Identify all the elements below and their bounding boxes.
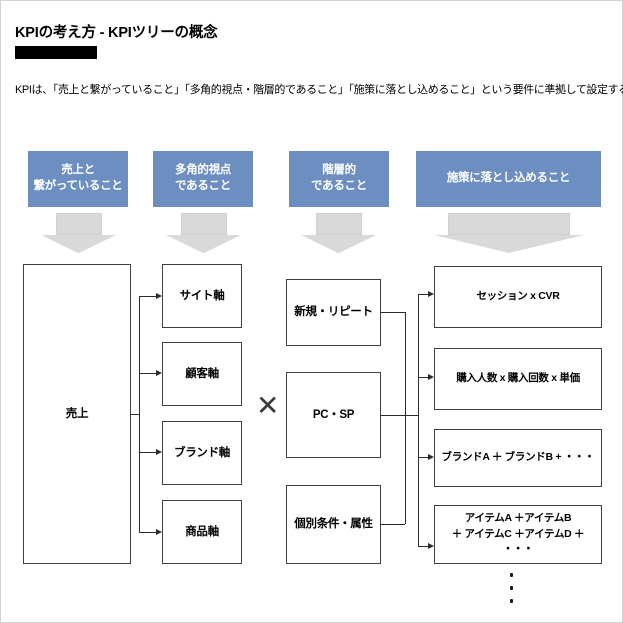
down-arrow-3-head: [301, 235, 376, 253]
connector-revenue-bus: [139, 296, 140, 532]
arrow-axis-1: [156, 292, 162, 299]
arrow-axis-2: [156, 369, 162, 376]
down-arrow-1: [41, 213, 116, 253]
node-segment-new-repeat[interactable]: 新規・リピート: [286, 279, 381, 346]
node-segment-attributes[interactable]: 個別条件・属性: [286, 485, 381, 564]
node-axis-brand[interactable]: ブランド軸: [162, 421, 242, 485]
banner-4-line-1: 施策に落とし込めること: [446, 172, 571, 185]
node-axis-product[interactable]: 商品軸: [162, 500, 242, 564]
node-axis-site[interactable]: サイト軸: [162, 264, 242, 328]
node-metric-session-cvr[interactable]: セッション x CVR: [434, 266, 602, 328]
arrow-axis-4: [156, 528, 162, 535]
requirement-banner-1[interactable]: 売上と 繋がっていること: [28, 151, 128, 207]
redaction-bar: [15, 46, 97, 59]
connector-to-metric-2: [418, 377, 430, 378]
connector-revenue-to-axis-1: [139, 296, 158, 297]
node-revenue[interactable]: 売上: [23, 264, 131, 564]
down-arrow-3: [301, 213, 376, 253]
page-subtitle: KPIは、「売上と繋がっていること」「多角的視点・階層的であること」「施策に落と…: [15, 84, 623, 96]
connector-revenue-to-axis-4: [139, 532, 158, 533]
vertical-ellipsis: [507, 573, 515, 603]
node-axis-brand-label: ブランド軸: [174, 446, 230, 459]
connector-segment-2-out: [381, 415, 405, 416]
connector-segment-1-out: [381, 312, 405, 313]
ellipsis-dot-1: [509, 573, 513, 577]
down-arrow-4: [434, 213, 584, 253]
node-segment-pc-sp-label: PC・SP: [312, 408, 355, 421]
node-metric-items-line-1: アイテムA ＋アイテムB: [464, 511, 572, 524]
node-segment-new-repeat-label: 新規・リピート: [294, 306, 373, 319]
node-metric-brands[interactable]: ブランドA ＋ ブランドB + ・・・: [434, 429, 602, 487]
node-axis-product-label: 商品軸: [185, 525, 219, 538]
multiply-symbol-axes-segments: ✕: [256, 391, 280, 422]
banner-1-line-1: 売上と: [61, 164, 95, 177]
page-title: KPIの考え方 - KPIツリーの概念: [15, 25, 218, 41]
requirement-banner-2[interactable]: 多角的視点 であること: [153, 151, 253, 207]
down-arrow-3-shaft: [315, 213, 362, 235]
down-arrow-2-head: [166, 235, 241, 253]
arrow-metric-2: [428, 373, 434, 380]
down-arrow-4-head: [434, 235, 584, 253]
node-segment-pc-sp[interactable]: PC・SP: [286, 372, 381, 458]
node-axis-site-label: サイト軸: [179, 289, 225, 302]
banner-3-line-1: 階層的: [322, 164, 356, 177]
connector-metrics-bus: [418, 294, 419, 546]
node-metric-items-line-2: ＋ アイテムC ＋アイテムD ＋ ・・・: [451, 527, 585, 556]
ellipsis-dot-3: [509, 599, 513, 603]
node-axis-customer[interactable]: 顧客軸: [162, 342, 242, 406]
connector-revenue-to-axis-2: [139, 373, 158, 374]
down-arrow-2-shaft: [180, 213, 227, 235]
connector-to-metric-4: [418, 546, 430, 547]
banner-1-line-2: 繋がっていること: [33, 180, 123, 192]
node-metric-items[interactable]: アイテムA ＋アイテムB ＋ アイテムC ＋アイテムD ＋ ・・・: [434, 505, 602, 564]
connector-to-metric-1: [418, 294, 430, 295]
node-metric-brands-label: ブランドA ＋ ブランドB + ・・・: [441, 451, 595, 464]
connector-gather-to-distribute: [405, 415, 419, 416]
node-metric-purchase[interactable]: 購入人数 x 購入回数 x 単価: [434, 348, 602, 410]
banner-3-line-2: であること: [311, 180, 367, 192]
node-metric-purchase-label: 購入人数 x 購入回数 x 単価: [456, 372, 580, 385]
ellipsis-dot-2: [509, 586, 513, 590]
down-arrow-1-shaft: [55, 213, 102, 235]
down-arrow-2: [166, 213, 241, 253]
node-segment-attributes-label: 個別条件・属性: [294, 518, 373, 531]
down-arrow-4-shaft: [448, 213, 570, 235]
banner-2-line-1: 多角的視点: [175, 164, 231, 177]
connector-to-metric-3: [418, 457, 430, 458]
arrow-metric-1: [428, 290, 434, 297]
connector-revenue-stem: [131, 414, 140, 415]
requirement-banner-3[interactable]: 階層的 であること: [289, 151, 389, 207]
requirement-banner-4[interactable]: 施策に落とし込めること: [416, 151, 601, 207]
node-metric-session-cvr-label: セッション x CVR: [476, 290, 560, 303]
arrow-metric-4: [428, 542, 434, 549]
node-revenue-label: 売上: [65, 407, 89, 420]
banner-2-line-2: であること: [175, 180, 231, 192]
node-axis-customer-label: 顧客軸: [185, 367, 219, 380]
arrow-axis-3: [156, 448, 162, 455]
down-arrow-1-head: [41, 235, 116, 253]
connector-segment-gather-bus: [405, 312, 406, 524]
connector-revenue-to-axis-3: [139, 452, 158, 453]
arrow-metric-3: [428, 453, 434, 460]
connector-segment-3-out: [381, 524, 405, 525]
